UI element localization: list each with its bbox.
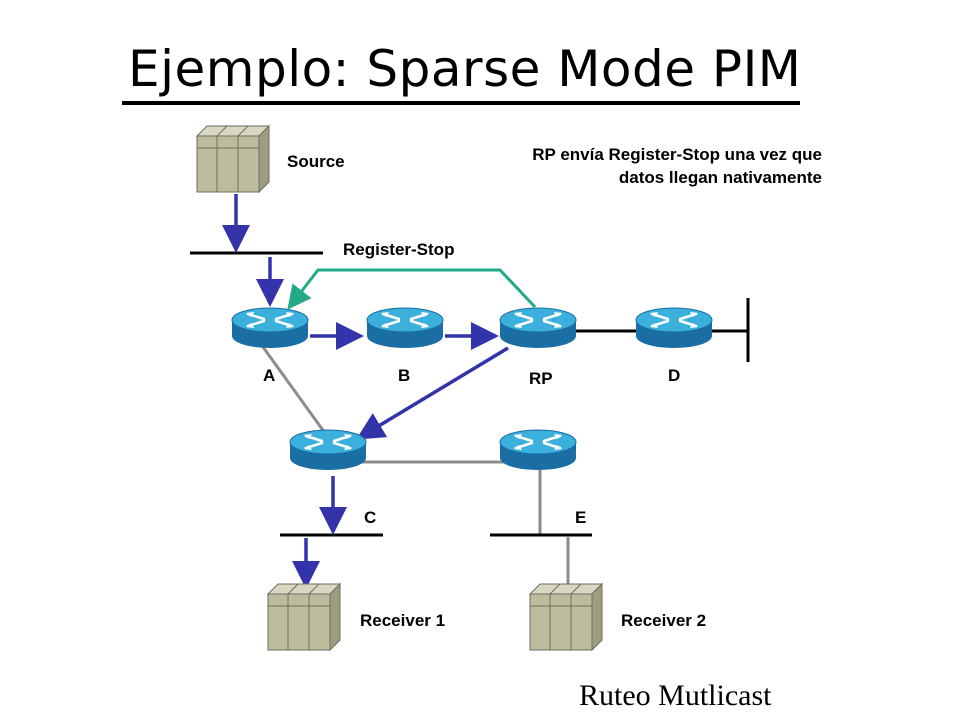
router-rp-label: RP [529, 369, 553, 388]
receiver1-label: Receiver 1 [360, 611, 446, 630]
router-c-icon [288, 428, 368, 472]
router-e-icon [498, 428, 578, 472]
router-c-label: C [364, 508, 377, 527]
router-a-label: A [263, 366, 276, 385]
title-underline [122, 101, 800, 105]
router-d-label: D [668, 366, 681, 385]
router-rp-icon [498, 306, 578, 350]
router-b-label: B [398, 366, 411, 385]
register-stop-label: Register-Stop [343, 240, 455, 259]
receiver2-host-icon [529, 583, 603, 651]
data-flow-arrows [222, 194, 509, 589]
source-label: Source [287, 152, 345, 171]
router-a-icon [230, 306, 310, 350]
receiver1-host-icon [267, 583, 341, 651]
router-b-icon [365, 306, 445, 350]
register-stop-note: RP envía Register-Stop una vez que datos… [532, 145, 822, 187]
footer-text: Ruteo Mutlicast [579, 679, 772, 712]
network-segments [190, 251, 750, 537]
router-e-label: E [575, 508, 587, 527]
source-host-icon [196, 125, 270, 193]
receiver2-label: Receiver 2 [621, 611, 707, 630]
router-d-icon [634, 306, 714, 350]
register-stop-arrow [287, 268, 537, 310]
page-title: Ejemplo: Sparse Mode PIM [128, 40, 802, 98]
